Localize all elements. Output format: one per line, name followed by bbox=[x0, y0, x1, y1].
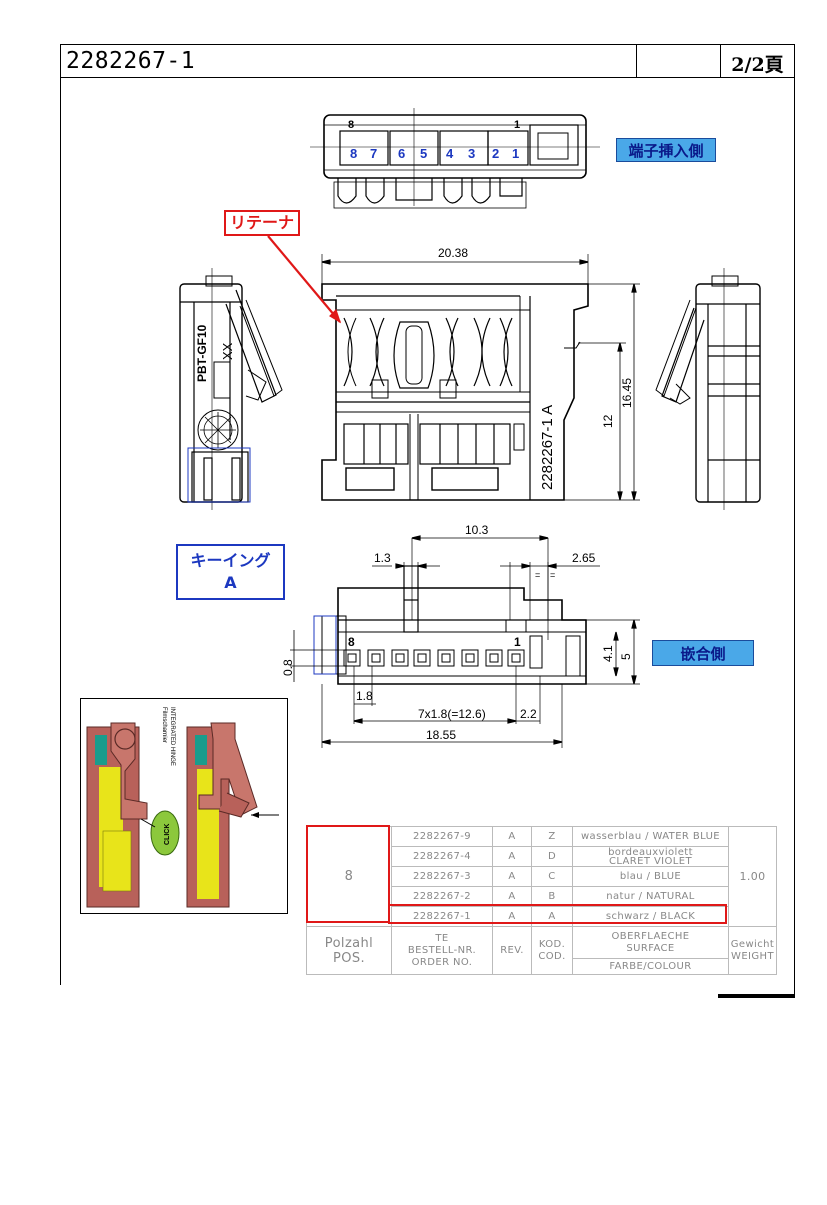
title-block bbox=[60, 44, 795, 78]
top-view-pin-1: 1 bbox=[514, 119, 520, 131]
header-rev: REV. bbox=[492, 926, 532, 975]
page-number: 2/2頁 bbox=[731, 54, 784, 76]
top-view-pin-number: 4 bbox=[446, 146, 454, 161]
dim-height-total: 16.45 bbox=[620, 378, 634, 408]
table-row-color-line2: CLARET VIOLET bbox=[608, 855, 693, 867]
table-row-part: 2282267-3 bbox=[391, 866, 493, 887]
table-row-color: bordeauxviolett CLARET VIOLET bbox=[572, 846, 729, 867]
table-row-kod: Z bbox=[531, 826, 573, 847]
mating-view-pin-8: 8 bbox=[348, 635, 355, 649]
pos-highlight-box bbox=[306, 825, 390, 923]
terminal-side-label: 端子挿入側 bbox=[616, 138, 716, 162]
header-surface: OBERFLAECHE SURFACE bbox=[572, 926, 729, 959]
header-order-line1: TE bbox=[435, 932, 449, 944]
top-view-pin-number: 8 bbox=[350, 146, 357, 161]
header-surface-line2: SURFACE bbox=[626, 942, 675, 954]
mating-view bbox=[290, 535, 640, 748]
table-row-color-line1: bordeauxviolett bbox=[608, 846, 693, 858]
header-weight: Gewicht WEIGHT bbox=[728, 926, 777, 975]
dim-pitch-total: 7x1.8(=12.6) bbox=[418, 707, 486, 721]
material-marking: PBT-GF10 bbox=[195, 324, 209, 382]
frame-corner-mark bbox=[718, 994, 795, 998]
keying-label-line1: キーイング bbox=[190, 551, 271, 570]
table-row-kod: D bbox=[531, 846, 573, 867]
top-view-pin-8: 8 bbox=[348, 119, 354, 131]
dim-5: 5 bbox=[619, 653, 633, 660]
left-side-view bbox=[179, 268, 283, 510]
header-order-line3: ORDER NO. bbox=[411, 956, 473, 968]
front-view bbox=[321, 254, 640, 501]
hinge-inset: CLICK INTEGRATED HINGE Filmscharnier bbox=[80, 698, 288, 914]
dim-4-1: 4.1 bbox=[601, 645, 615, 662]
dim-equal-left: = bbox=[535, 570, 540, 580]
dim-equal-right: = bbox=[550, 570, 555, 580]
variant-table: 8 2282267-9 A Z wasserblau / WATER BLUE … bbox=[306, 826, 777, 975]
header-weight-line1: Gewicht bbox=[730, 938, 775, 950]
table-row-rev: A bbox=[492, 846, 532, 867]
dim-1-8: 1.8 bbox=[356, 689, 373, 703]
hinge-label-2: Filmscharnier bbox=[161, 707, 167, 743]
top-view-pin-number: 1 bbox=[512, 146, 519, 161]
dim-1-3: 1.3 bbox=[374, 551, 391, 565]
dim-2-2: 2.2 bbox=[520, 707, 537, 721]
selected-row-highlight bbox=[388, 904, 727, 924]
table-row-part: 2282267-9 bbox=[391, 826, 493, 847]
title-block-page-cell bbox=[720, 44, 795, 78]
retainer-arrow bbox=[267, 235, 341, 323]
dim-width-top: 20.38 bbox=[438, 246, 468, 260]
top-view bbox=[310, 108, 600, 209]
keying-label-line2: A bbox=[224, 573, 237, 592]
table-row-part: 2282267-4 bbox=[391, 846, 493, 867]
table-row-color: wasserblau / WATER BLUE bbox=[572, 826, 729, 847]
code-marking: XX bbox=[220, 342, 235, 360]
top-view-pin-number: 2 bbox=[492, 146, 499, 161]
top-view-pin-number: 3 bbox=[468, 146, 475, 161]
header-weight-line2: WEIGHT bbox=[731, 950, 774, 962]
dim-0-8: 0.8 bbox=[281, 659, 295, 676]
table-row-rev: A bbox=[492, 866, 532, 887]
hinge-illustration: CLICK INTEGRATED HINGE Filmscharnier bbox=[86, 707, 279, 908]
top-view-pin-number: 6 bbox=[398, 146, 405, 161]
header-kod: KOD. COD. bbox=[531, 926, 573, 975]
dim-2-65: 2.65 bbox=[572, 551, 596, 565]
dim-pitch-10-3: 10.3 bbox=[465, 523, 489, 537]
header-kod-line1: KOD. bbox=[538, 938, 566, 950]
part-marking: 2282267-1 A bbox=[539, 405, 556, 490]
header-surface-line1: OBERFLAECHE bbox=[611, 930, 690, 942]
title-block-empty-cell bbox=[636, 44, 720, 78]
table-row-kod: C bbox=[531, 866, 573, 887]
header-kod-line2: COD. bbox=[538, 950, 566, 962]
header-colour: FARBE/COLOUR bbox=[572, 958, 729, 975]
hinge-label-1: INTEGRATED HINGE bbox=[169, 707, 175, 766]
dim-height-12: 12 bbox=[601, 414, 615, 428]
table-row-color: blau / BLUE bbox=[572, 866, 729, 887]
right-side-view bbox=[655, 268, 761, 510]
header-pos-line2: POS. bbox=[332, 950, 366, 966]
mating-side-label: 嵌合側 bbox=[652, 640, 754, 666]
part-number-title: 2282267-1 bbox=[66, 48, 196, 74]
dim-width-bottom: 18.55 bbox=[426, 728, 456, 742]
top-view-pin-number: 7 bbox=[370, 146, 377, 161]
retainer-label: リテーナ bbox=[224, 210, 300, 236]
mating-view-pin-1: 1 bbox=[514, 635, 521, 649]
top-view-pin-number: 5 bbox=[420, 146, 427, 161]
weight-cell: 1.00 bbox=[728, 826, 777, 927]
header-order-line2: BESTELL-NR. bbox=[407, 944, 477, 956]
table-row-rev: A bbox=[492, 826, 532, 847]
header-order: TE BESTELL-NR. ORDER NO. bbox=[391, 926, 493, 975]
click-label: CLICK bbox=[164, 824, 171, 845]
header-pos: Polzahl POS. bbox=[306, 926, 392, 975]
keying-highlight bbox=[187, 447, 251, 503]
header-pos-line1: Polzahl bbox=[324, 935, 374, 951]
keying-label: キーイング A bbox=[176, 544, 285, 600]
